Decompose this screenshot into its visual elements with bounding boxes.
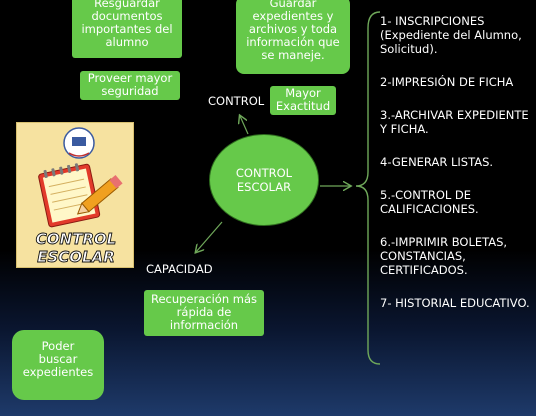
- notepad-pencil-icon: CONTROL ESCOLAR: [35, 127, 123, 266]
- control-escolar-logo: CONTROL ESCOLAR: [16, 122, 134, 268]
- list-item: 6.-IMPRIMIR BOLETAS, CONSTANCIAS, CERTIF…: [380, 235, 508, 277]
- center-node-control-escolar: CONTROL ESCOLAR: [209, 134, 319, 226]
- list-item: 2-IMPRESIÓN DE FICHA: [380, 75, 514, 89]
- box-proveer: Proveer mayor seguridad: [80, 71, 180, 100]
- svg-text:CONTROL: CONTROL: [36, 230, 116, 248]
- box-buscar: Poder buscar expedientes: [12, 330, 104, 400]
- connector-capacidad: [196, 221, 223, 252]
- label-capacidad: CAPACIDAD: [146, 262, 213, 276]
- box-resguardar: Resguardar documentos importantes del al…: [72, 0, 182, 58]
- list-item: 7- HISTORIAL EDUCATIVO.: [380, 296, 530, 310]
- list-brace: [355, 11, 381, 365]
- list-item: 3.-ARCHIVAR EXPEDIENTE Y FICHA.: [380, 108, 529, 136]
- box-exactitud: Mayor Exactitud: [270, 86, 336, 115]
- list-item: 1- INSCRIPCIONES (Expediente del Alumno,…: [380, 14, 522, 56]
- svg-text:ESCOLAR: ESCOLAR: [37, 248, 115, 266]
- label-control: CONTROL: [208, 94, 265, 108]
- box-guardar: Guardar expedientes y archivos y toda in…: [236, 0, 350, 74]
- list-item: 4-GENERAR LISTAS.: [380, 155, 494, 169]
- process-list: 1- INSCRIPCIONES (Expediente del Alumno,…: [380, 14, 534, 329]
- list-item: 5.-CONTROL DE CALIFICACIONES.: [380, 188, 479, 216]
- box-recuperacion: Recuperación más rápida de información: [144, 290, 264, 336]
- connector-control: [240, 116, 249, 135]
